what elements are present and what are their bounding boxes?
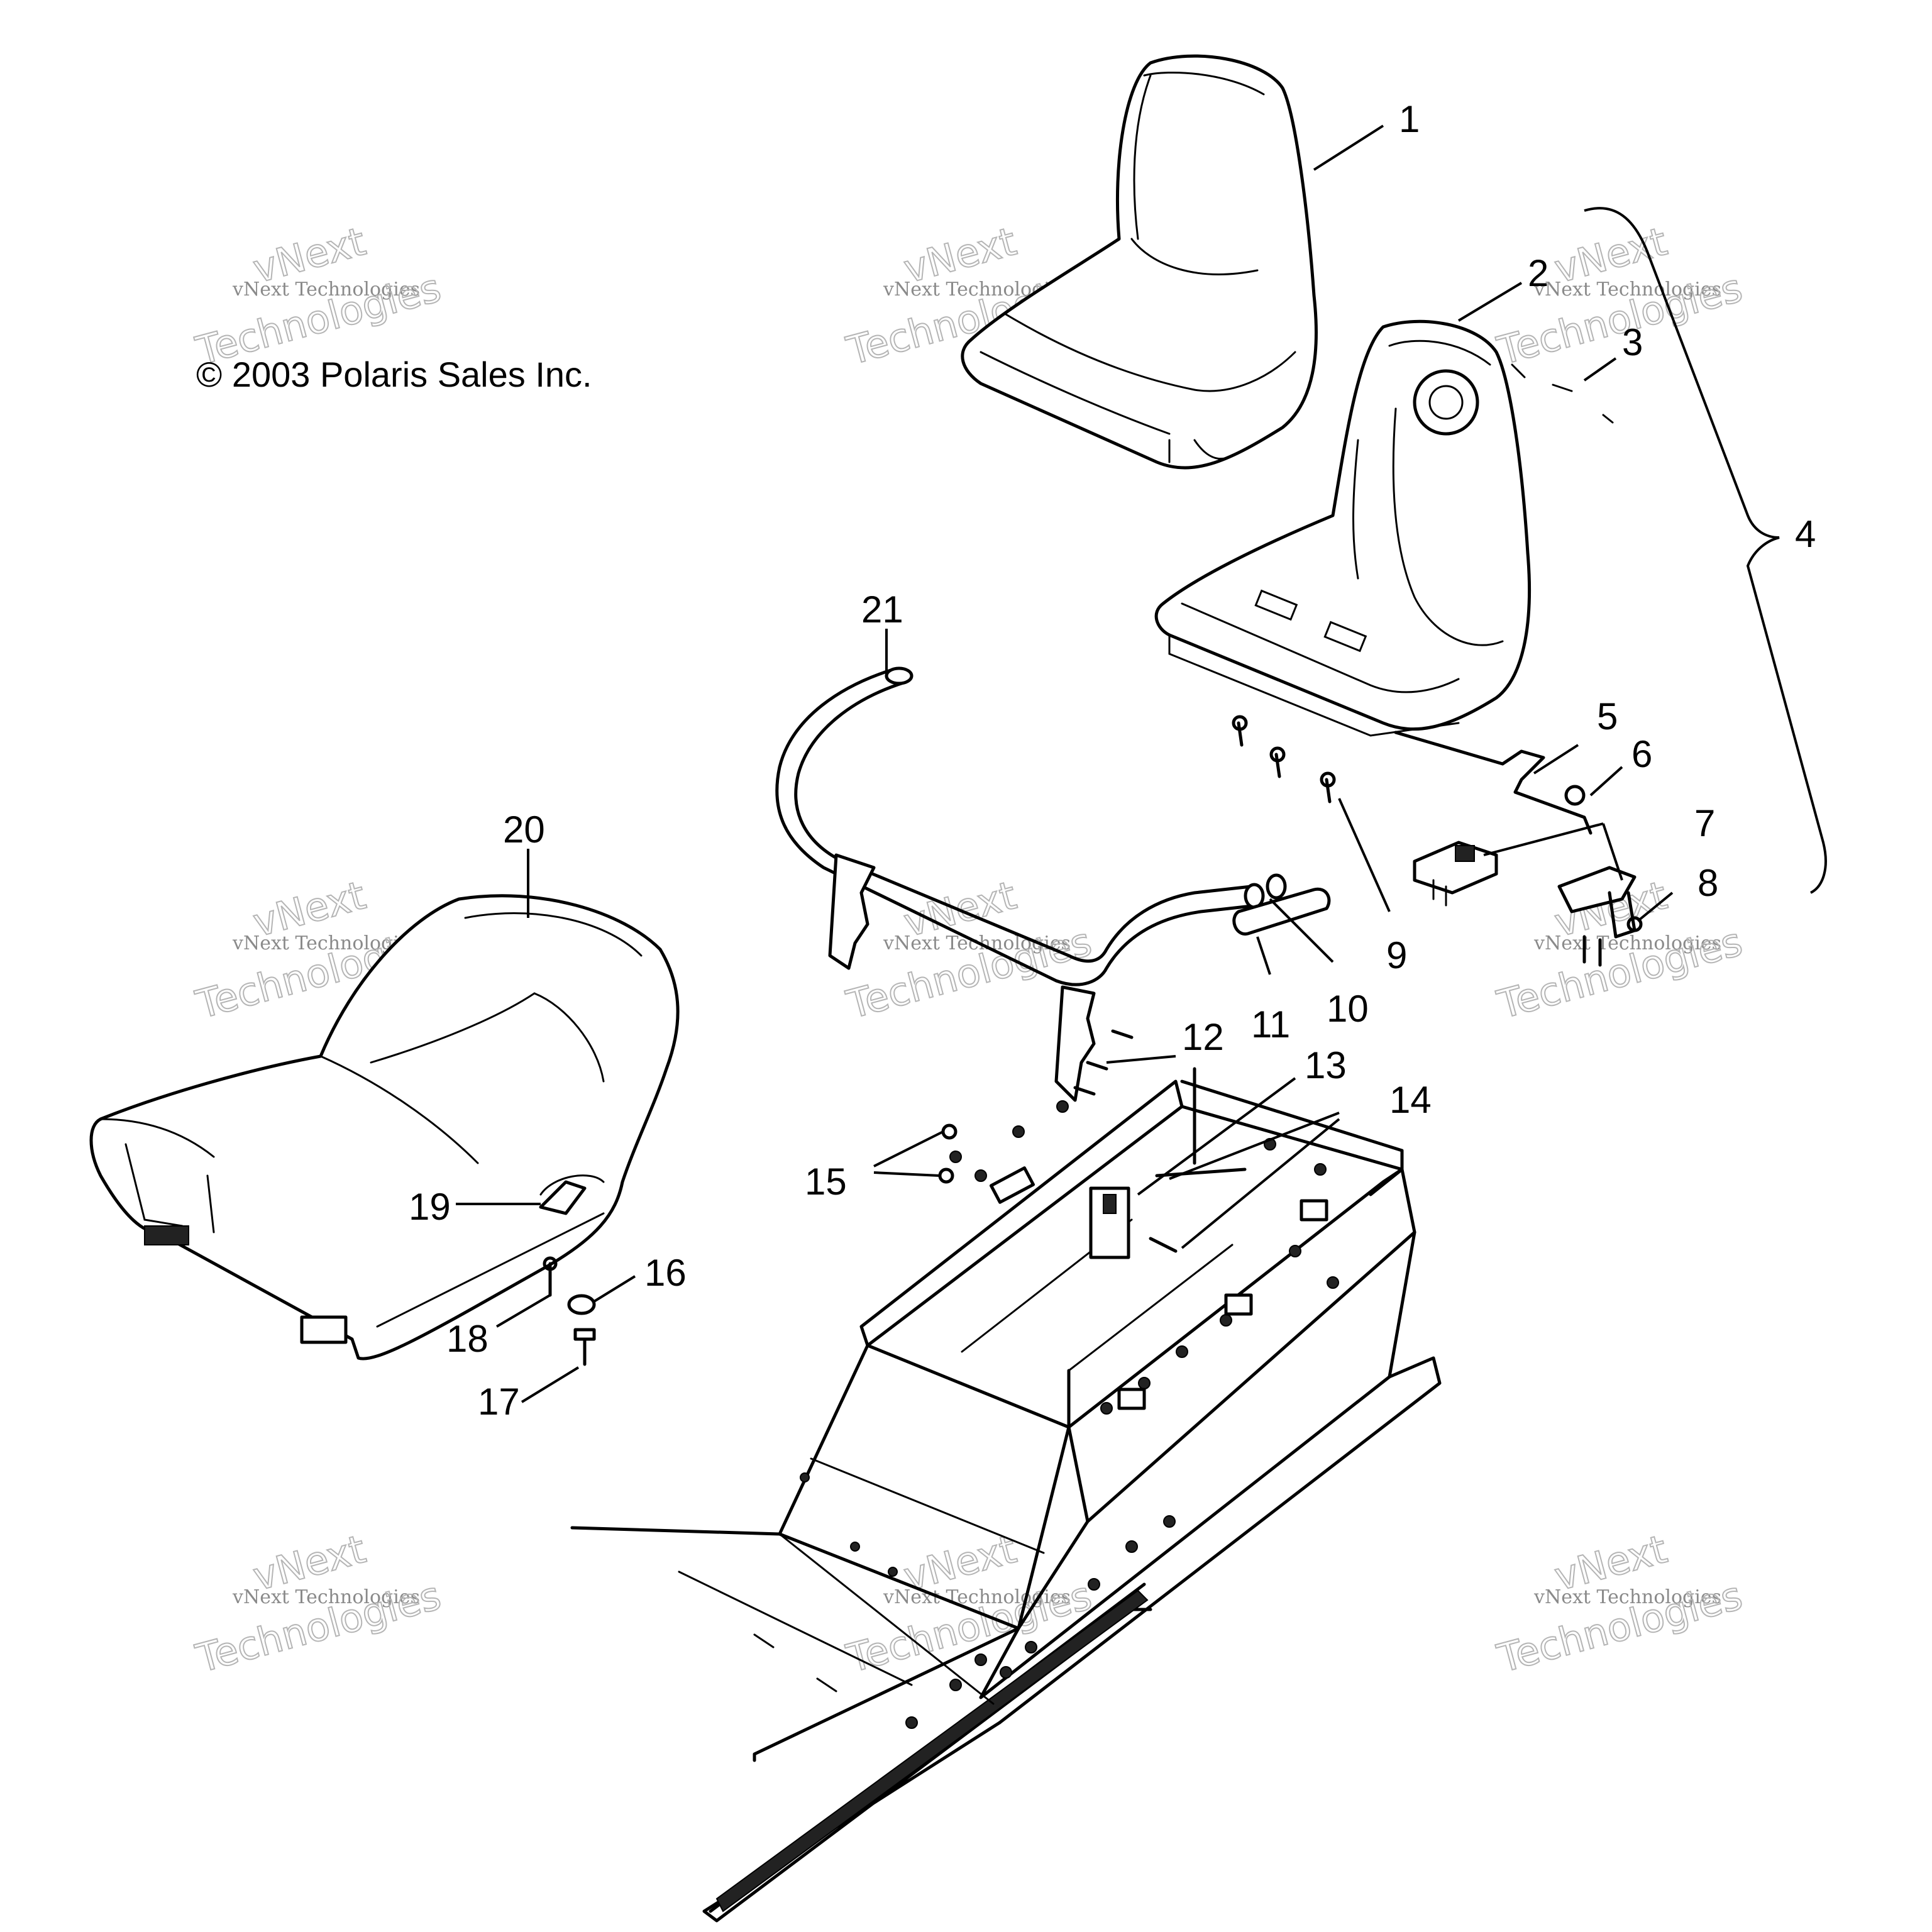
callout-15: 15 bbox=[805, 1161, 847, 1203]
callout-9: 9 bbox=[1386, 934, 1407, 976]
watermark-text: vNext Technologies bbox=[1533, 932, 1721, 954]
grab-bar-bracket-left bbox=[828, 853, 876, 970]
callout-7: 7 bbox=[1694, 802, 1715, 844]
leader-lines bbox=[456, 124, 1674, 1403]
callout-14: 14 bbox=[1389, 1079, 1432, 1121]
watermark-bottom-left: vNext Technologies vNext Technologies bbox=[190, 1525, 446, 1682]
tunnel-chassis bbox=[570, 1067, 1442, 1923]
copyright-notice: © 2003 Polaris Sales Inc. bbox=[196, 355, 592, 394]
part-8-bolts bbox=[1582, 916, 1643, 967]
part-12-bolts bbox=[1073, 1029, 1134, 1096]
part-17-bolt bbox=[573, 1328, 596, 1366]
callout-19: 19 bbox=[409, 1186, 451, 1228]
callout-8: 8 bbox=[1697, 862, 1718, 904]
grab-bar-bracket-right bbox=[1054, 985, 1096, 1102]
callout-2: 2 bbox=[1528, 252, 1548, 294]
callout-1: 1 bbox=[1399, 98, 1420, 140]
rear-seat-foot bbox=[300, 1315, 348, 1344]
part-6-spring bbox=[1564, 785, 1586, 806]
part-3-screws bbox=[1511, 363, 1614, 424]
callout-13: 13 bbox=[1305, 1044, 1347, 1086]
callout-4: 4 bbox=[1795, 513, 1816, 555]
part-5-rod bbox=[1394, 731, 1593, 835]
callout-11: 11 bbox=[1251, 1003, 1290, 1046]
seat-base-round-boss bbox=[1413, 369, 1479, 436]
pin-14-b bbox=[1149, 1237, 1178, 1253]
part-4-group-brace bbox=[1584, 207, 1827, 894]
watermark-top-right: vNext Technologies vNext Technologies bbox=[1492, 218, 1748, 375]
part-18-pin bbox=[543, 1256, 558, 1297]
watermark-text: vNext Technologies bbox=[1533, 279, 1721, 301]
watermark-top-left: vNext Technologies vNext Technologies bbox=[190, 218, 446, 375]
chassis-holes bbox=[800, 1100, 1339, 1729]
callout-20: 20 bbox=[503, 809, 545, 851]
callout-17: 17 bbox=[478, 1381, 520, 1423]
part-2-seat-base bbox=[1154, 319, 1532, 737]
part-20-rear-seat bbox=[89, 894, 680, 1361]
callout-labels: 1 2 3 4 5 6 7 8 9 10 11 12 13 14 15 16 1… bbox=[409, 98, 1816, 1423]
callout-18: 18 bbox=[446, 1318, 489, 1360]
watermark-text: vNext Technologies bbox=[232, 1586, 420, 1608]
callout-21: 21 bbox=[861, 588, 903, 631]
latch-block bbox=[1089, 1186, 1130, 1259]
part-21-grab-bar bbox=[775, 666, 1265, 1102]
watermark-text: vNext Technologies bbox=[1533, 1586, 1721, 1608]
callout-6: 6 bbox=[1631, 733, 1652, 775]
tunnel-running-board-edge bbox=[715, 1589, 1149, 1913]
part-9-push-pins bbox=[1232, 715, 1336, 803]
part-16-nut bbox=[567, 1294, 596, 1315]
part-7-latch-brackets bbox=[1413, 841, 1637, 939]
part-1-backrest-cushion bbox=[961, 54, 1318, 470]
bumper-block bbox=[989, 1166, 1035, 1204]
pin-14-a bbox=[1155, 1167, 1247, 1178]
callout-10: 10 bbox=[1327, 988, 1369, 1030]
watermark-text: vNext Technologies bbox=[232, 279, 420, 301]
callout-12: 12 bbox=[1182, 1016, 1224, 1058]
rear-seat-tab bbox=[144, 1225, 189, 1245]
callout-5: 5 bbox=[1597, 695, 1618, 737]
callout-3: 3 bbox=[1622, 321, 1643, 363]
part-19-strap bbox=[539, 1180, 587, 1215]
callout-16: 16 bbox=[644, 1252, 687, 1294]
watermark-bottom-right: vNext Technologies vNext Technologies bbox=[1492, 1525, 1748, 1682]
